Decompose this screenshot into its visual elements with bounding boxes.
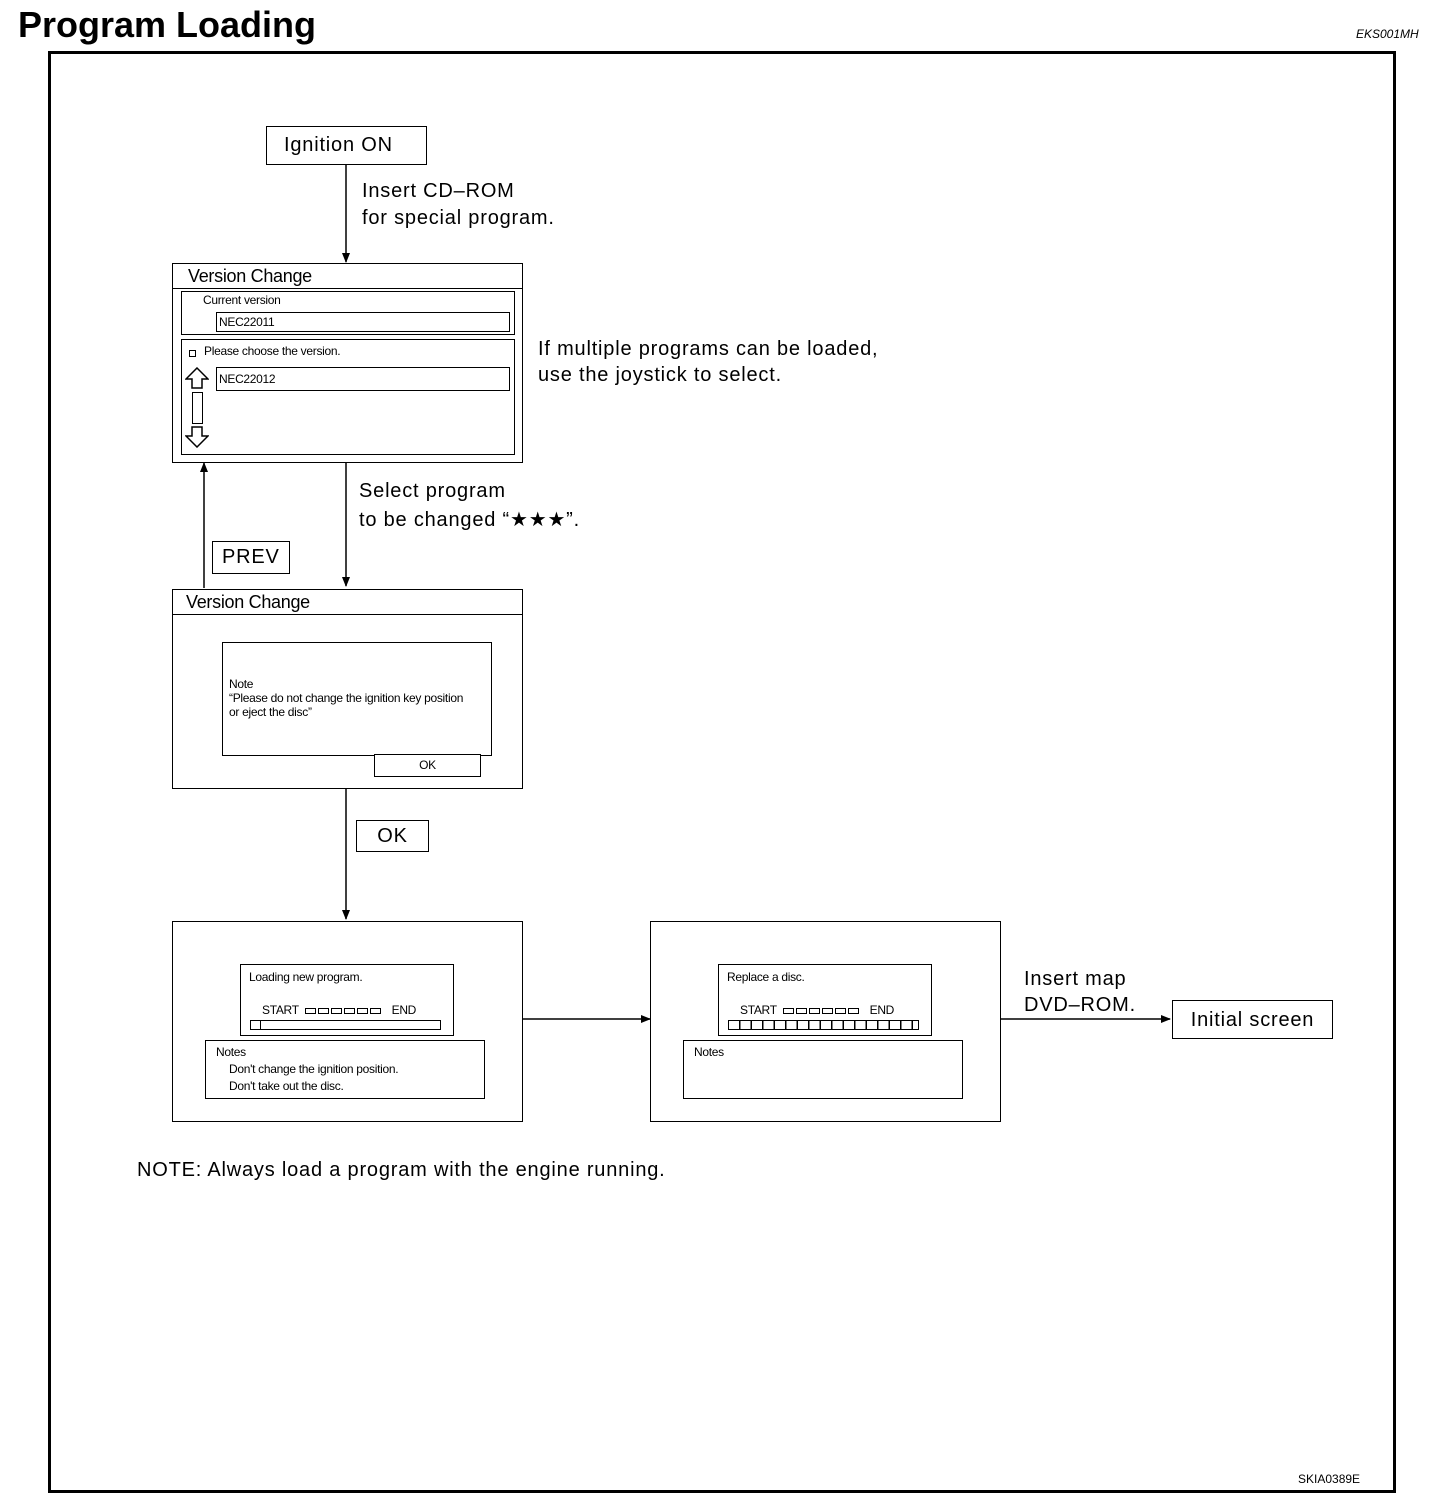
loading-status: Loading new program. [249, 970, 363, 984]
progress-segments [782, 1003, 864, 1017]
version-option-field[interactable]: NEC22012 [216, 367, 510, 391]
loading-progress-bar [250, 1020, 441, 1030]
step1-instruction-line1: Insert CD–ROM [362, 180, 515, 202]
screen-title: Version Change [188, 266, 312, 286]
replace-progress-bar [728, 1020, 919, 1030]
notes-heading: Notes [694, 1045, 724, 1059]
screen-version-select: Version Change Current version NEC22011 … [172, 263, 523, 463]
progress-scale: START END [262, 1003, 416, 1017]
initial-screen-box: Initial screen [1172, 1000, 1333, 1039]
prev-button-label: PREV [222, 546, 280, 568]
notes-heading: Notes [216, 1045, 246, 1059]
step4-instruction-line1: Insert map [1024, 968, 1127, 990]
loading-progress-fill [251, 1021, 262, 1029]
ok-button[interactable]: OK [356, 820, 429, 852]
current-version-value: NEC22011 [219, 315, 275, 329]
prev-button[interactable]: PREV [212, 541, 290, 574]
progress-start-label: START [740, 1003, 777, 1017]
version-option-value: NEC22012 [219, 372, 276, 386]
page-title: Program Loading [18, 4, 317, 45]
screen-title: Version Change [186, 592, 310, 612]
current-version-field: NEC22011 [216, 312, 510, 332]
choose-version-panel: Please choose the version. NEC22012 [181, 339, 515, 455]
scroll-down-icon[interactable] [185, 426, 209, 448]
step4-instruction-line2: DVD–ROM. [1024, 994, 1136, 1016]
current-version-label: Current version [203, 293, 281, 307]
engine-note: NOTE: Always load a program with the eng… [137, 1159, 666, 1181]
current-version-panel: Current version NEC22011 [181, 291, 515, 335]
diagram-frame [48, 51, 1396, 1493]
initial-screen-label: Initial screen [1190, 1009, 1315, 1031]
ignition-on-box: Ignition ON [266, 126, 427, 165]
bullet-icon [189, 350, 196, 357]
progress-segments [304, 1003, 386, 1017]
warning-line2: or eject the disc” [229, 705, 312, 719]
ignition-on-label: Ignition ON [284, 134, 393, 156]
replace-status: Replace a disc. [727, 970, 805, 984]
step1-instruction-line2: for special program. [362, 207, 555, 229]
screen-replace-disc: Replace a disc. START END Notes [650, 921, 1001, 1122]
loading-panel: Loading new program. START END [240, 964, 454, 1036]
section-code: EKS001MH [1356, 27, 1419, 41]
progress-end-label: END [391, 1003, 417, 1017]
replace-notes-panel: Notes [683, 1040, 963, 1099]
choose-version-label: Please choose the version. [204, 344, 341, 358]
title-divider [173, 288, 522, 289]
dialog-ok-label: OK [419, 758, 436, 772]
ok-button-label: OK [377, 825, 408, 847]
progress-end-label: END [869, 1003, 895, 1017]
scrollbar-thumb[interactable] [192, 392, 203, 424]
screen-version-warning: Version Change Note “Please do not chang… [172, 589, 523, 789]
figure-id: SKIA0389E [1298, 1472, 1361, 1486]
progress-scale: START END [740, 1003, 894, 1017]
step3-instruction-line2: to be changed “★★★”. [359, 509, 580, 531]
step2-instruction-line1: If multiple programs can be loaded, [538, 338, 879, 360]
progress-start-label: START [262, 1003, 299, 1017]
warning-line1: “Please do not change the ignition key p… [229, 691, 464, 705]
title-divider [173, 614, 522, 615]
notes-line2: Don't take out the disc. [229, 1079, 344, 1093]
warning-heading: Note [229, 677, 254, 691]
step3-instruction-line1: Select program [359, 480, 506, 502]
screen-loading: Loading new program. START END Notes Don… [172, 921, 523, 1122]
dialog-ok-button[interactable]: OK [374, 754, 481, 777]
replace-panel: Replace a disc. START END [718, 964, 932, 1036]
notes-line1: Don't change the ignition position. [229, 1062, 399, 1076]
step2-instruction-line2: use the joystick to select. [538, 364, 782, 386]
loading-notes-panel: Notes Don't change the ignition position… [205, 1040, 485, 1099]
warning-dialog: Note “Please do not change the ignition … [222, 642, 492, 756]
scroll-up-icon[interactable] [185, 367, 209, 389]
replace-progress-fill [729, 1021, 918, 1029]
